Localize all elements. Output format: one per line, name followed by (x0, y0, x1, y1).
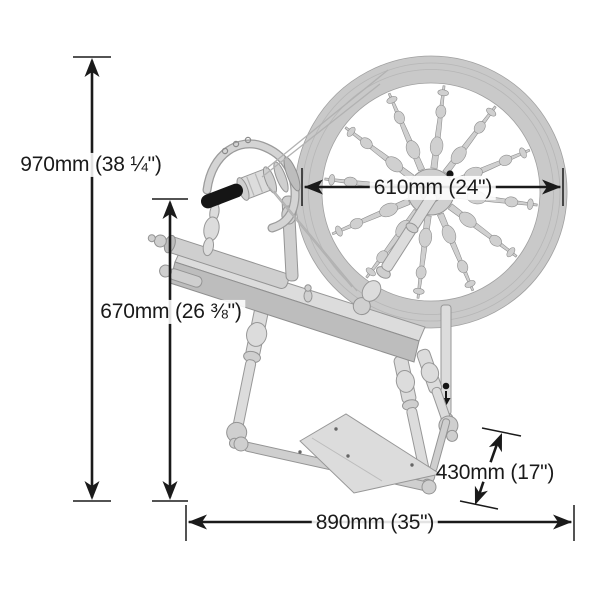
dim-label-overall-height: 970mm (38 ¼") (16, 152, 166, 178)
dim-overall-height-970 (73, 56, 111, 502)
mother-of-all (147, 234, 290, 289)
spinning-wheel-illustration (147, 55, 568, 495)
wheel-groove-inner (308, 69, 554, 315)
dim-label-flyer-height: 670mm (26 ⅜") (96, 299, 246, 325)
treadle (233, 413, 451, 495)
crank-pin (446, 170, 454, 178)
wheel-support-post (352, 192, 438, 316)
wheel-rim (294, 55, 568, 329)
treadle-bar-end (421, 479, 437, 495)
flyer-hook-icon (244, 136, 252, 144)
dim-treadle-depth-430 (459, 427, 522, 510)
orifice (200, 183, 244, 209)
flyer-hook-icon (232, 140, 240, 148)
dim-label-wheel-diameter: 610mm (24") (369, 175, 497, 201)
drive-band (261, 69, 389, 292)
dim-label-treadle-depth: 430mm (17") (435, 460, 555, 484)
footman-pin (442, 382, 450, 390)
whorl-disc (283, 156, 301, 192)
front-leg (226, 307, 269, 449)
bobbin (236, 156, 301, 201)
dim-label-base-length: 890mm (35") (311, 510, 439, 536)
dim-flyer-height-670 (152, 198, 188, 502)
treadle-bar-end (233, 436, 249, 452)
treadle-board (299, 413, 442, 494)
flyer-hook-icon (221, 147, 229, 155)
